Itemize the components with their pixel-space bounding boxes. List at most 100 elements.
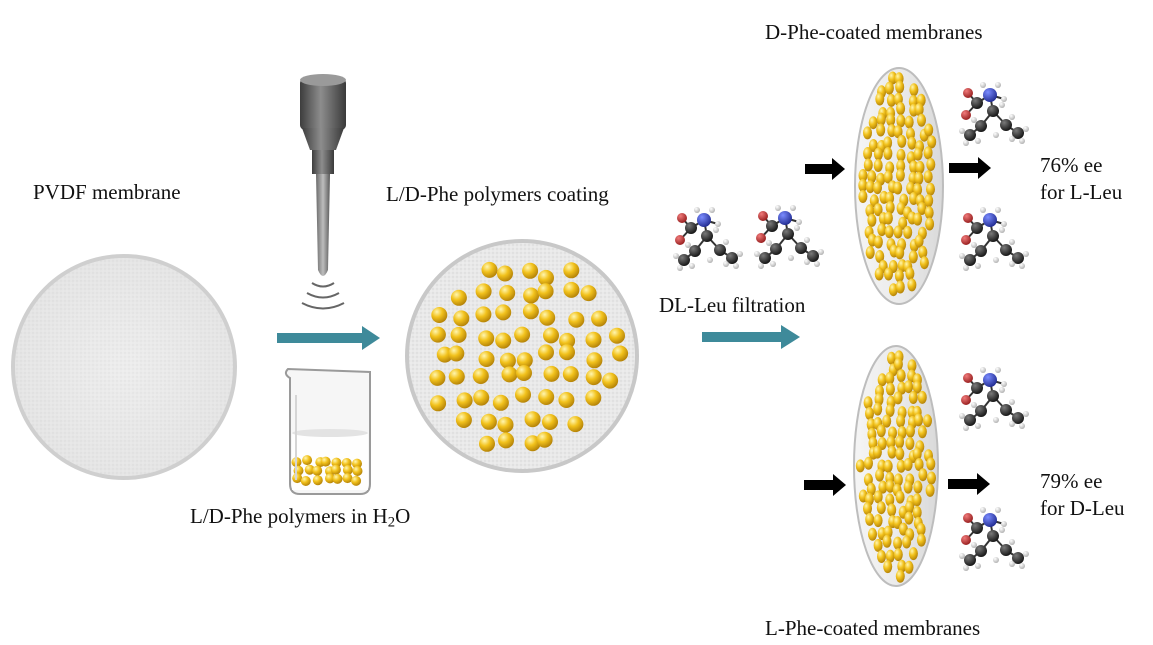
gold-nanosphere-icon bbox=[472, 368, 489, 384]
gold-nanosphere-icon bbox=[904, 380, 914, 394]
gold-nanosphere-icon bbox=[926, 158, 936, 171]
gold-nanosphere-icon bbox=[429, 326, 446, 343]
gold-nanosphere-icon bbox=[905, 267, 915, 281]
gold-nanosphere-icon bbox=[865, 180, 875, 194]
gold-nanosphere-icon bbox=[896, 414, 906, 428]
gold-nanosphere-icon bbox=[873, 538, 883, 552]
gold-nanosphere-icon bbox=[884, 225, 894, 239]
polymers-water-suffix: O bbox=[395, 504, 411, 528]
gold-nanosphere-icon bbox=[885, 371, 895, 385]
gold-nanosphere-icon bbox=[536, 431, 553, 448]
gold-nanosphere-icon bbox=[909, 83, 919, 97]
gold-nanosphere-icon bbox=[893, 391, 903, 405]
gold-nanosphere-icon bbox=[865, 246, 875, 259]
gold-nanosphere-icon bbox=[897, 134, 907, 148]
gold-nanosphere-icon bbox=[877, 550, 886, 563]
gold-nanosphere-icon bbox=[893, 181, 903, 195]
pvdf-membrane-label: PVDF membrane bbox=[33, 180, 181, 204]
gold-nanosphere-icon bbox=[917, 390, 927, 404]
gold-nanosphere-icon bbox=[342, 473, 353, 484]
gold-nanosphere-icon bbox=[312, 475, 323, 486]
gold-nanosphere-icon bbox=[914, 103, 924, 116]
gold-nanosphere-icon bbox=[450, 326, 467, 343]
gold-nanosphere-icon bbox=[885, 404, 895, 417]
gold-nanosphere-icon bbox=[876, 501, 886, 515]
gold-nanosphere-icon bbox=[501, 366, 518, 383]
gold-nanosphere-icon bbox=[925, 217, 935, 231]
gold-nanosphere-icon bbox=[876, 112, 886, 126]
gold-nanosphere-icon bbox=[448, 368, 465, 385]
black-arrows bbox=[804, 157, 991, 496]
gold-nanosphere-icon bbox=[913, 480, 923, 494]
gold-nanosphere-icon bbox=[903, 458, 913, 471]
gold-nanosphere-icon bbox=[893, 473, 903, 487]
gold-nanosphere-icon bbox=[877, 223, 887, 237]
gold-nanosphere-icon bbox=[481, 261, 498, 278]
gold-nanosphere-icon bbox=[887, 445, 897, 459]
gold-nanosphere-icon bbox=[908, 391, 918, 404]
gold-nanosphere-icon bbox=[873, 235, 883, 249]
gold-nanosphere-icon bbox=[495, 304, 512, 321]
gold-nanosphere-icon bbox=[602, 372, 619, 389]
gold-nanosphere-icon bbox=[924, 123, 934, 137]
gold-nanosphere-icon bbox=[897, 381, 907, 395]
gold-nanosphere-icon bbox=[912, 380, 922, 394]
gold-nanosphere-icon bbox=[923, 146, 933, 160]
gold-nanosphere-icon bbox=[456, 392, 473, 409]
gold-nanosphere-icon bbox=[885, 493, 895, 507]
gold-nanosphere-icon bbox=[559, 344, 575, 361]
gold-nanosphere-icon bbox=[923, 170, 933, 184]
gold-nanosphere-icon bbox=[875, 468, 885, 482]
gold-nanosphere-icon bbox=[876, 424, 886, 438]
arrow-to-filtration bbox=[702, 325, 800, 349]
gold-nanosphere-icon bbox=[895, 168, 905, 182]
gold-nanosphere-icon bbox=[904, 511, 914, 525]
gold-nanosphere-icon bbox=[886, 113, 896, 127]
arrow-to-coating bbox=[277, 326, 380, 350]
gold-nanosphere-icon bbox=[473, 389, 490, 406]
gold-nanosphere-icon bbox=[612, 345, 629, 362]
gold-nanosphere-icon bbox=[906, 424, 915, 438]
pvdf-membrane-icon bbox=[11, 254, 237, 480]
gold-nanosphere-icon bbox=[877, 437, 887, 450]
gold-nanosphere-icon bbox=[325, 473, 335, 484]
gold-nanosphere-icon bbox=[918, 468, 928, 482]
gold-nanosphere-icon bbox=[912, 493, 922, 507]
gold-nanosphere-icon bbox=[351, 475, 362, 486]
gold-nanosphere-icon bbox=[342, 465, 353, 475]
gold-nanosphere-icon bbox=[917, 113, 926, 127]
ee-bottom-target: for D-Leu bbox=[1040, 496, 1125, 520]
gold-nanosphere-icon bbox=[562, 366, 579, 383]
gold-nanosphere-icon bbox=[497, 265, 513, 282]
gold-nanosphere-icon bbox=[927, 135, 937, 149]
gold-nanosphere-icon bbox=[882, 414, 892, 428]
gold-nanosphere-icon bbox=[914, 458, 924, 471]
gold-nanosphere-icon bbox=[907, 136, 917, 150]
gold-nanosphere-icon bbox=[609, 327, 625, 344]
gold-nanosphere-icon bbox=[873, 159, 883, 172]
gold-nanosphere-icon bbox=[524, 411, 541, 428]
gold-nanosphere-icon bbox=[332, 473, 343, 484]
gold-nanosphere-icon bbox=[907, 278, 917, 292]
gold-nanosphere-icon bbox=[914, 413, 923, 427]
gold-nanosphere-icon bbox=[866, 418, 876, 432]
gold-nanosphere-icon bbox=[905, 437, 915, 450]
gold-nanosphere-icon bbox=[455, 412, 472, 428]
gold-nanosphere-icon bbox=[924, 194, 934, 208]
gold-nanosphere-icon bbox=[863, 126, 872, 140]
gold-nanosphere-icon bbox=[585, 369, 602, 386]
gold-nanosphere-icon bbox=[516, 352, 533, 369]
gold-nanosphere-icon bbox=[567, 416, 584, 433]
gold-nanosphere-icon bbox=[873, 402, 883, 416]
leucine-molecule-icon bbox=[672, 204, 825, 272]
gold-nanosphere-icon bbox=[916, 522, 926, 536]
gold-nanosphere-icon bbox=[914, 171, 924, 185]
gold-nanosphere-icon bbox=[865, 512, 875, 526]
gold-nanosphere-icon bbox=[480, 413, 497, 430]
gold-nanosphere-icon bbox=[330, 464, 341, 475]
gold-nanosphere-icon bbox=[873, 147, 883, 161]
gold-nanosphere-icon bbox=[352, 466, 363, 476]
gold-nanosphere-icon bbox=[883, 170, 893, 184]
gold-nanosphere-icon bbox=[331, 457, 342, 468]
